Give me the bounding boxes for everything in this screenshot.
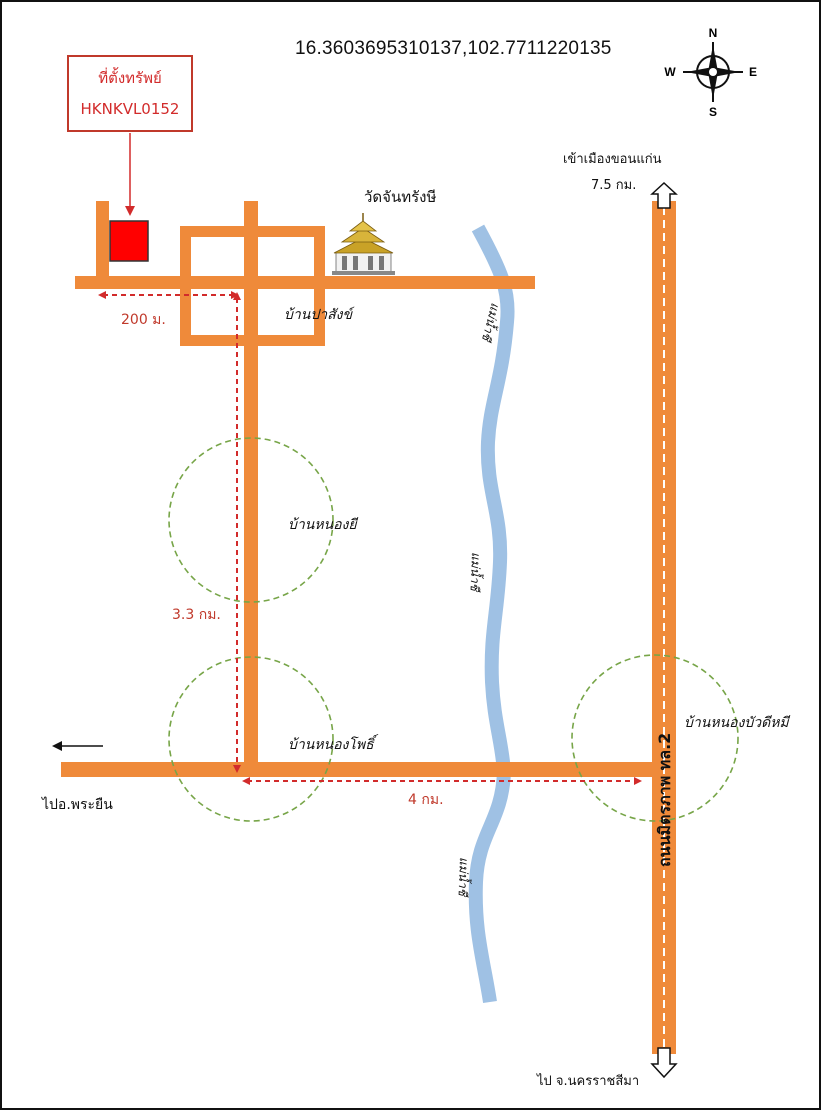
- property-label-code: HKNKVL0152: [80, 100, 180, 118]
- river-label-2: แม่น้ำชี: [468, 552, 485, 593]
- property-pointer-arrowhead: [125, 206, 135, 216]
- coordinates-text: 16.3603695310137,102.7711220135: [295, 38, 612, 59]
- arrowhead-3-3km-bottom: [233, 765, 241, 773]
- road-loop-right: [314, 226, 325, 346]
- road-top-horizontal: [75, 276, 535, 289]
- compass-e: E: [749, 65, 757, 79]
- village-nong-bua-di-mi-label: บ้านหนองบัวดีหมี: [684, 715, 789, 731]
- arrowhead-3-3km-top: [233, 292, 241, 300]
- property-label-box: ที่ตั้งทรัพย์ HKNKVL0152: [67, 55, 193, 132]
- road-left-stub: [96, 201, 109, 283]
- temple-icon: [332, 213, 395, 275]
- arrowhead-4km-right: [634, 777, 642, 785]
- compass-icon: N S E W: [664, 26, 757, 119]
- to-korat-label: ไป จ.นครราชสีมา: [537, 1074, 640, 1089]
- distance-label-4km: 4 กม.: [408, 792, 444, 808]
- village-nong-pho-label: บ้านหนองโพธิ์: [288, 737, 374, 753]
- arrowhead-4km-left: [242, 777, 250, 785]
- arrow-left-icon: [52, 741, 62, 751]
- circle-nong-bua-di-mi: [571, 654, 739, 822]
- to-khon-kaen-distance: 7.5 กม.: [591, 178, 637, 193]
- compass-n: N: [709, 26, 718, 40]
- road-main-vertical: [244, 201, 258, 777]
- local-roads: [61, 201, 659, 777]
- road-loop-left: [180, 226, 191, 346]
- circle-nong-yi: [168, 437, 334, 603]
- arrowhead-200m-right: [231, 291, 239, 299]
- arrow-up-icon: [650, 181, 678, 209]
- river-chi: [468, 224, 515, 1004]
- property-marker: [109, 220, 149, 262]
- village-nong-yi-label: บ้านหนองยี: [288, 517, 357, 533]
- arrow-down-icon: [650, 1047, 678, 1079]
- road-loop-top: [180, 226, 325, 237]
- distance-label-200m: 200 ม.: [121, 312, 166, 328]
- distance-lines: [103, 294, 636, 782]
- to-phra-yuen-label: ไปอ.พระยืน: [42, 797, 113, 813]
- to-khon-kaen-label: เข้าเมืองขอนแก่น: [563, 152, 662, 167]
- circle-nong-pho: [168, 656, 334, 822]
- road-bottom-horizontal: [61, 762, 659, 777]
- distance-label-3-3km: 3.3 กม.: [172, 607, 221, 623]
- highway-label: ถนนมิตรภาพ ทล.2: [655, 733, 674, 867]
- arrowhead-200m-left: [98, 291, 106, 299]
- village-pa-sang-label: บ้านปาสังข์: [284, 307, 353, 323]
- temple-label: วัดจันทรังษี: [364, 188, 437, 206]
- compass-s: S: [709, 105, 717, 119]
- river-label-3: แม่น้ำชี: [456, 857, 473, 898]
- property-label-title: ที่ตั้งทรัพย์: [98, 69, 162, 87]
- road-loop-bottom: [180, 335, 325, 346]
- compass-w: W: [664, 65, 676, 79]
